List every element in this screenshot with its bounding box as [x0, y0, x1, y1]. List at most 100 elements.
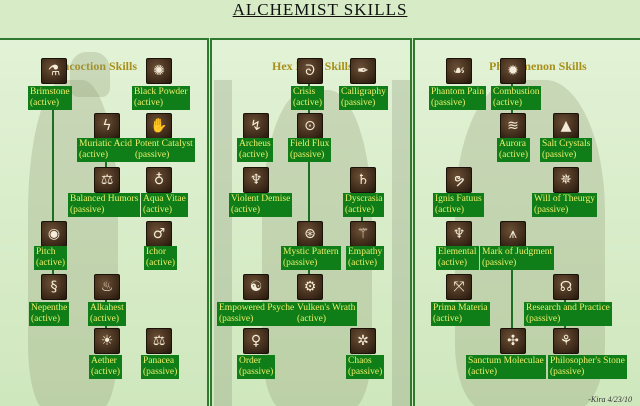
- skill-name: Combustion: [493, 87, 540, 97]
- skill-status: (active): [293, 98, 323, 108]
- skill-status: (active): [493, 98, 523, 108]
- swirl-icon[interactable]: §: [41, 274, 67, 300]
- skill-status: (active): [433, 314, 463, 324]
- skill-name: Empathy: [348, 247, 383, 257]
- skill-status: (passive): [550, 367, 585, 377]
- skill-label: Alkahest(active): [88, 302, 126, 326]
- skill-label: Empowered Psyche(passive): [217, 302, 297, 326]
- skill-name: Muriatic Acid: [79, 139, 133, 149]
- skill-status: (passive): [348, 367, 383, 377]
- wisp-icon[interactable]: ຯ: [446, 167, 472, 193]
- stone-icon[interactable]: ⚘: [553, 328, 579, 354]
- crystals-icon[interactable]: ▲: [553, 113, 579, 139]
- skill-status: (active): [438, 258, 468, 268]
- skill-name: Mark of Judgment: [482, 247, 553, 257]
- ring-icon[interactable]: ◉: [41, 221, 67, 247]
- pillar-left: [214, 80, 232, 406]
- skill-status: (active): [36, 258, 66, 268]
- skill-status: (passive): [143, 367, 178, 377]
- skill-status: (active): [143, 205, 173, 215]
- chaos-icon[interactable]: ✲: [350, 328, 376, 354]
- skill-name: Calligraphy: [341, 87, 386, 97]
- vial-icon[interactable]: ♂: [146, 221, 172, 247]
- pillar-right: [392, 80, 410, 406]
- skill-label: Empathy(active): [346, 246, 385, 270]
- skill-name: Field Flux: [290, 139, 330, 149]
- hook-icon[interactable]: ↯: [243, 113, 269, 139]
- skill-status: (active): [239, 150, 269, 160]
- glyph-icon[interactable]: ♄: [350, 167, 376, 193]
- skill-name: Salt Crystals: [542, 139, 591, 149]
- skill-connector: [308, 139, 310, 222]
- symbol-icon[interactable]: ⚚: [350, 221, 376, 247]
- powder-icon[interactable]: ✺: [146, 58, 172, 84]
- balance-icon[interactable]: ⚖: [146, 328, 172, 354]
- skill-status: (active): [297, 314, 327, 324]
- skill-status: (passive): [431, 98, 466, 108]
- skill-status: (passive): [135, 150, 170, 160]
- flask-icon[interactable]: ⚗: [41, 58, 67, 84]
- radiance-icon[interactable]: ✵: [553, 167, 579, 193]
- skill-name: Philosopher's Stone: [550, 356, 625, 366]
- cross-icon[interactable]: ♀: [243, 328, 269, 354]
- skill-label: Archeus(active): [237, 138, 273, 162]
- claw-icon[interactable]: ☙: [446, 58, 472, 84]
- pattern-icon[interactable]: ⊛: [297, 221, 323, 247]
- scales-icon[interactable]: ⚖: [94, 167, 120, 193]
- skill-name: Potent Catalyst: [135, 139, 193, 149]
- eye-icon[interactable]: ☯: [243, 274, 269, 300]
- skill-status: (passive): [239, 367, 274, 377]
- skill-name: Black Powder: [134, 87, 188, 97]
- skill-name: Violent Demise: [231, 194, 291, 204]
- signature: -Kira 4/23/10: [588, 395, 632, 404]
- skill-status: (passive): [290, 150, 325, 160]
- gear-icon[interactable]: ⚙: [297, 274, 323, 300]
- skill-name: Vulken's Wrath: [297, 303, 356, 313]
- skill-status: (active): [348, 258, 378, 268]
- skill-name: Aqua Vitae: [143, 194, 186, 204]
- skill-status: (active): [31, 314, 61, 324]
- scroll-icon[interactable]: ☊: [553, 274, 579, 300]
- character-head: [70, 52, 110, 97]
- skill-label: Phantom Pain(passive): [429, 86, 487, 110]
- skill-status: (active): [468, 367, 498, 377]
- skill-status: (active): [134, 98, 164, 108]
- serpent-icon[interactable]: ♆: [243, 167, 269, 193]
- waves-icon[interactable]: ≋: [500, 113, 526, 139]
- skill-name: Elemental: [438, 247, 477, 257]
- skill-status: (passive): [526, 314, 561, 324]
- skill-connector: [511, 247, 513, 329]
- arrows-icon[interactable]: ⤧: [446, 274, 472, 300]
- skill-name: Balanced Humors: [70, 194, 139, 204]
- skill-label: Order(passive): [237, 355, 276, 379]
- skill-label: Vulken's Wrath(active): [295, 302, 358, 326]
- flame-icon[interactable]: ♨: [94, 274, 120, 300]
- skill-label: Pitch(active): [34, 246, 68, 270]
- figure-icon[interactable]: ♆: [446, 221, 472, 247]
- skill-name: Phantom Pain: [431, 87, 485, 97]
- hand-icon[interactable]: ✋: [146, 113, 172, 139]
- skill-status: (active): [499, 150, 529, 160]
- skill-status: (passive): [534, 205, 569, 215]
- skill-label: Aqua Vitae(active): [141, 193, 188, 217]
- skill-name: Alkahest: [90, 303, 124, 313]
- skill-name: Pitch: [36, 247, 56, 257]
- lightning-icon[interactable]: ϟ: [94, 113, 120, 139]
- skill-name: Ignis Fatuus: [435, 194, 482, 204]
- skill-name: Sanctum Moleculae: [468, 356, 544, 366]
- molecule-icon[interactable]: ✣: [500, 328, 526, 354]
- skill-name: Aurora: [499, 139, 526, 149]
- burst-icon[interactable]: ✹: [500, 58, 526, 84]
- drop-icon[interactable]: ♁: [146, 167, 172, 193]
- skill-status: (active): [146, 258, 176, 268]
- skill-status: (passive): [70, 205, 105, 215]
- skill-label: Philosopher's Stone(passive): [548, 355, 627, 379]
- skill-label: Dyscrasia(active): [343, 193, 385, 217]
- mark-icon[interactable]: ⩚: [500, 221, 526, 247]
- quill-icon[interactable]: ✒: [350, 58, 376, 84]
- spiral-icon[interactable]: ᘐ: [297, 58, 323, 84]
- target-icon[interactable]: ⊙: [297, 113, 323, 139]
- sun-icon[interactable]: ☀: [94, 328, 120, 354]
- skill-label: Mystic Pattern(passive): [281, 246, 341, 270]
- skill-name: Nepenthe: [31, 303, 68, 313]
